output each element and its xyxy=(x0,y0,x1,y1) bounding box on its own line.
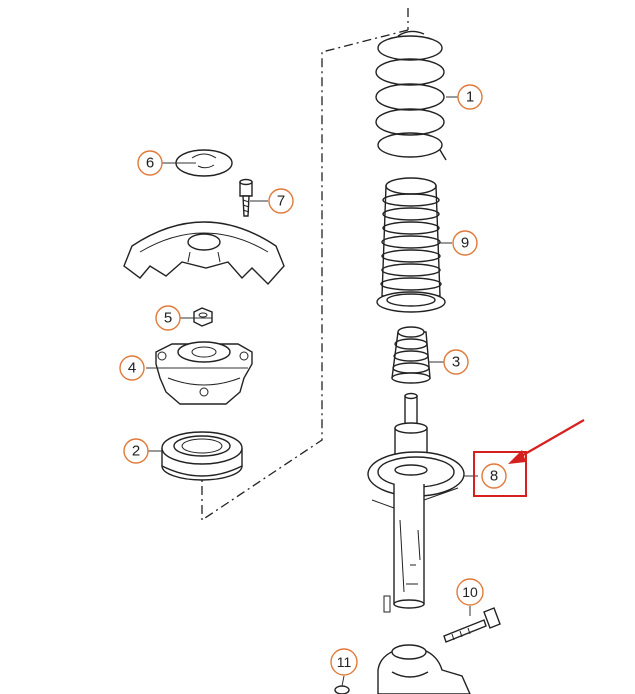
svg-text:10: 10 xyxy=(462,584,478,600)
callout-2: 2 xyxy=(123,438,149,464)
upper-shield xyxy=(123,221,285,286)
highlight-annotation xyxy=(473,419,585,497)
callout-10: 10 xyxy=(456,578,484,606)
pinch-bolt xyxy=(443,607,501,643)
callout-5: 5 xyxy=(155,305,181,331)
highlight-arrow xyxy=(517,419,585,459)
strut-mount xyxy=(155,341,253,405)
callout-8: 8 xyxy=(481,463,507,489)
svg-text:5: 5 xyxy=(164,310,172,327)
lock-nut xyxy=(193,307,213,327)
arrowhead-icon xyxy=(508,450,526,464)
svg-text:9: 9 xyxy=(461,235,469,252)
callout-6: 6 xyxy=(137,150,163,176)
callout-9: 9 xyxy=(452,230,478,256)
callout-3: 3 xyxy=(443,349,469,375)
svg-text:2: 2 xyxy=(132,443,140,460)
leader-lines xyxy=(146,96,478,687)
dust-boot xyxy=(376,177,446,313)
bump-stop xyxy=(391,326,431,384)
svg-text:4: 4 xyxy=(128,360,136,377)
steering-knuckle xyxy=(377,644,471,694)
svg-text:3: 3 xyxy=(452,354,460,371)
nut xyxy=(334,685,350,694)
strut-bearing xyxy=(161,431,243,481)
callout-1: 1 xyxy=(457,84,483,110)
callout-7: 7 xyxy=(268,188,294,214)
callout-4: 4 xyxy=(119,355,145,381)
svg-text:6: 6 xyxy=(146,155,154,172)
assembly-boundary xyxy=(201,8,409,522)
svg-text:8: 8 xyxy=(490,468,498,485)
callout-11: 11 xyxy=(330,648,358,676)
highlight-box xyxy=(473,451,527,497)
svg-text:7: 7 xyxy=(277,193,285,210)
svg-text:11: 11 xyxy=(337,654,352,670)
coil-spring xyxy=(375,30,447,161)
svg-text:1: 1 xyxy=(466,89,474,106)
shock-absorber xyxy=(367,392,465,613)
screw xyxy=(239,178,253,217)
